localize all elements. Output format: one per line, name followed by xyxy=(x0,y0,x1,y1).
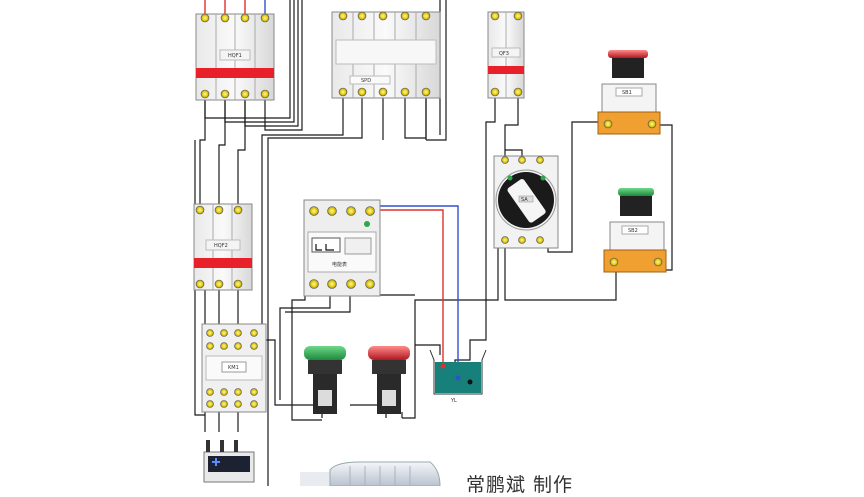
indicator-lamp-red xyxy=(368,346,410,414)
rotary-switch-label: SA xyxy=(521,197,528,203)
breaker-hqf1: HQF1 xyxy=(195,13,275,101)
contactor-km1: KM1 xyxy=(201,323,267,413)
energy-meter-label: 电能表 xyxy=(332,261,347,268)
level-sensor-tank: YL xyxy=(429,349,487,404)
indicator-lamp-green xyxy=(304,346,346,414)
breaker-qf3-label: QF3 xyxy=(499,51,509,57)
contactor-km1-label: KM1 xyxy=(228,365,239,371)
level-sensor-label: YL xyxy=(450,398,457,404)
rotary-switch: SA xyxy=(493,155,559,249)
surge-protector: SPD xyxy=(331,11,441,99)
breaker-hqf2: HQF2 xyxy=(193,203,253,291)
author-credit: 常鹏斌 制作 xyxy=(466,474,574,496)
push-button-sb2: SB2 xyxy=(603,188,667,273)
push-button-sb1: SB1 xyxy=(597,50,661,135)
wiring-diagram: HQF1 SPD QF3 xyxy=(193,0,673,486)
thermal-relay xyxy=(203,440,255,483)
energy-meter: 电能表 xyxy=(303,199,381,297)
spd-label: SPD xyxy=(361,78,371,84)
motor xyxy=(300,461,441,486)
breaker-hqf2-label: HQF2 xyxy=(214,243,228,249)
push-button-sb2-label: SB2 xyxy=(628,228,638,234)
breaker-qf3: QF3 xyxy=(487,11,525,99)
breaker-hqf1-label: HQF1 xyxy=(228,53,242,59)
push-button-sb1-label: SB1 xyxy=(622,90,632,96)
